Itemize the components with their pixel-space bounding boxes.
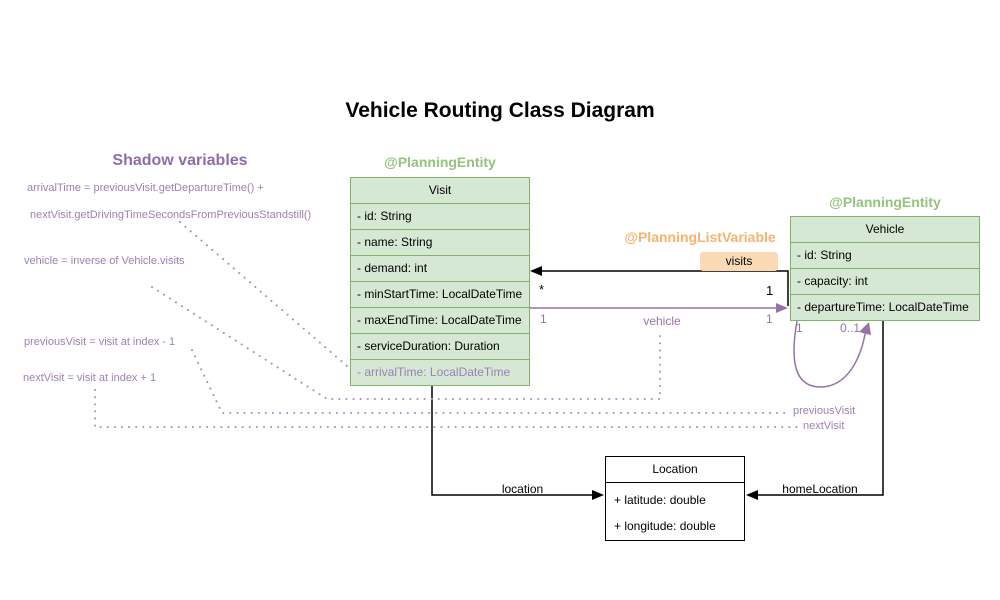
vehicle-attr-capacity: - capacity: int [791,268,979,294]
arrivaltime-dotted-connector [179,221,348,367]
nextvisit-dotted-connector [94,389,798,428]
visits-vehicle-multiplicity: 1 [766,283,774,298]
visits-edge-arrowhead [530,266,542,276]
vehicle-edge-vehicle-multiplicity: 1 [766,312,773,326]
location-edge-label: location [501,482,544,496]
visit-planning-entity-annotation: @PlanningEntity [384,154,496,170]
vehicle-class-title: Vehicle [865,222,905,236]
shadow-note-nextvisit: nextVisit = visit at index + 1 [23,372,157,384]
vehicle-class-box: Vehicle - id: String - capacity: int - d… [790,216,980,321]
self-loop-arrowhead [859,322,871,335]
page-title: Vehicle Routing Class Diagram [345,99,655,122]
self-loop-left-multiplicity: 1 [796,321,803,335]
location-class-title: Location [652,462,698,476]
location-edge-arrowhead [592,490,604,500]
shadow-note-previousvisit: previousVisit = visit at index - 1 [24,336,176,348]
visit-attr-id: - id: String [351,203,529,229]
location-attr-longitude: + longitude: double [614,519,716,533]
vehicle-edge-label: vehicle [643,314,681,328]
self-loop-right-multiplicity: 0..1 [840,321,861,335]
visits-edge [532,270,789,306]
vehicle-planning-entity-annotation: @PlanningEntity [829,194,941,210]
self-loop-edge [793,320,867,388]
previousvisit-edge-label: previousVisit [793,405,856,417]
vehicle-attr-id: - id: String [791,242,979,268]
visit-attr-name: - name: String [351,229,529,255]
visit-class-box: Visit - id: String - name: String - dema… [350,177,530,386]
shadow-note-arrivaltime-line2: nextVisit.getDrivingTimeSecondsFromPrevi… [30,209,312,221]
visits-edge-label: visits [700,252,778,271]
visits-visit-multiplicity: * [539,282,545,297]
visit-attr-arrivaltime: - arrivalTime: LocalDateTime [351,359,529,385]
vehicle-edge-visit-multiplicity: 1 [540,312,547,326]
visit-class-title: Visit [428,183,452,197]
planning-list-variable-annotation: @PlanningListVariable [624,229,776,245]
nextvisit-edge-label: nextVisit [803,420,845,432]
home-location-edge-label: homeLocation [782,482,858,496]
home-location-edge [754,321,884,496]
vehicle-dotted-connector [151,286,661,400]
visit-attr-serviceduration: - serviceDuration: Duration [351,333,529,359]
visit-attr-minstarttime: - minStartTime: LocalDateTime [351,281,529,307]
location-class-box: Location + latitude: double + longitude:… [605,456,745,541]
visit-attr-demand: - demand: int [351,255,529,281]
home-location-edge-arrowhead [746,490,758,500]
shadow-note-vehicle: vehicle = inverse of Vehicle.visits [24,255,185,267]
shadow-note-arrivaltime-line1: arrivalTime = previousVisit.getDeparture… [27,182,264,194]
vehicle-edge-arrowhead [776,303,788,313]
location-edge [431,386,596,496]
vehicle-attr-departuretime: - departureTime: LocalDateTime [791,294,979,320]
shadow-variables-heading: Shadow variables [112,152,248,169]
location-attr-latitude: + latitude: double [614,493,706,507]
visit-attr-maxendtime: - maxEndTime: LocalDateTime [351,307,529,333]
